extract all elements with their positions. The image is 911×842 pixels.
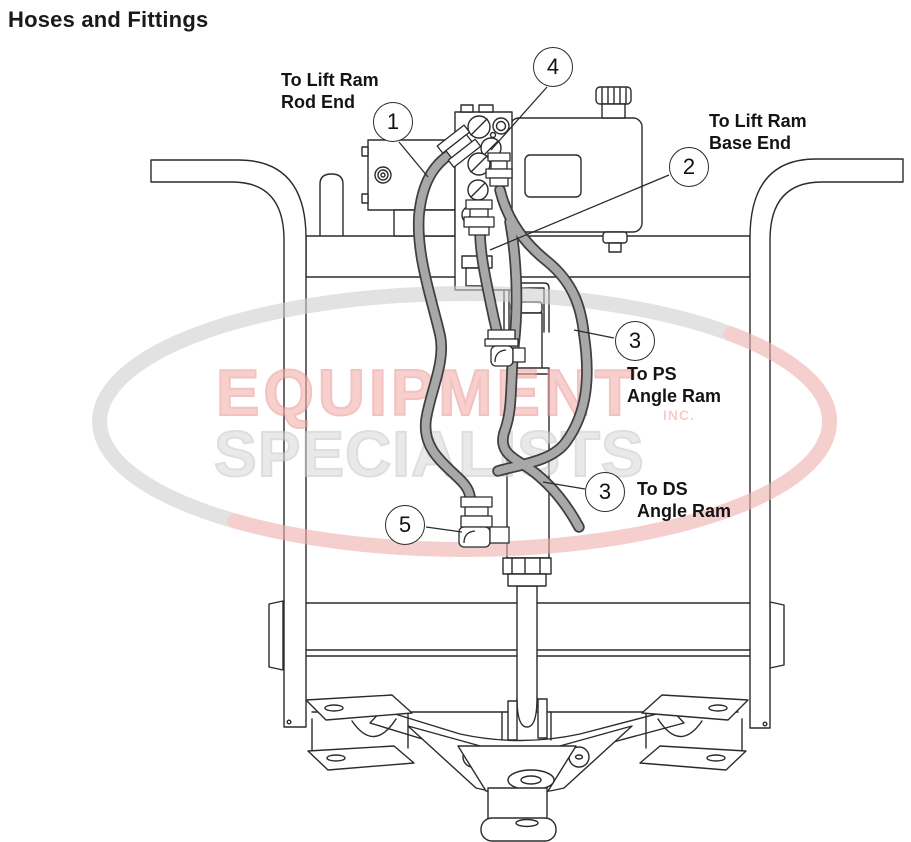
callout-5: 5 — [385, 505, 425, 545]
label-lift-ram-rod-end: To Lift Ram Rod End — [281, 69, 379, 113]
callout-2: 2 — [669, 147, 709, 187]
watermark-inc: INC. — [663, 407, 695, 423]
label-line: Base End — [709, 133, 792, 153]
label-line: Rod End — [281, 92, 355, 112]
callout-3-ps: 3 — [615, 321, 655, 361]
label-ps-angle-ram: To PS Angle Ram — [627, 363, 721, 407]
label-ds-angle-ram: To DS Angle Ram — [637, 478, 731, 522]
label-line: To DS — [637, 479, 688, 499]
label-line: To PS — [627, 364, 677, 384]
page-title: Hoses and Fittings — [8, 7, 209, 32]
label-line: Angle Ram — [637, 501, 732, 521]
label-line: To Lift Ram — [281, 70, 379, 90]
callout-3-ds: 3 — [585, 472, 625, 512]
label-line: To Lift Ram — [709, 111, 807, 131]
callout-1: 1 — [373, 102, 413, 142]
callout-4: 4 — [533, 47, 573, 87]
label-lift-ram-base-end: To Lift Ram Base End — [709, 110, 807, 154]
label-line: Angle Ram — [627, 386, 722, 406]
